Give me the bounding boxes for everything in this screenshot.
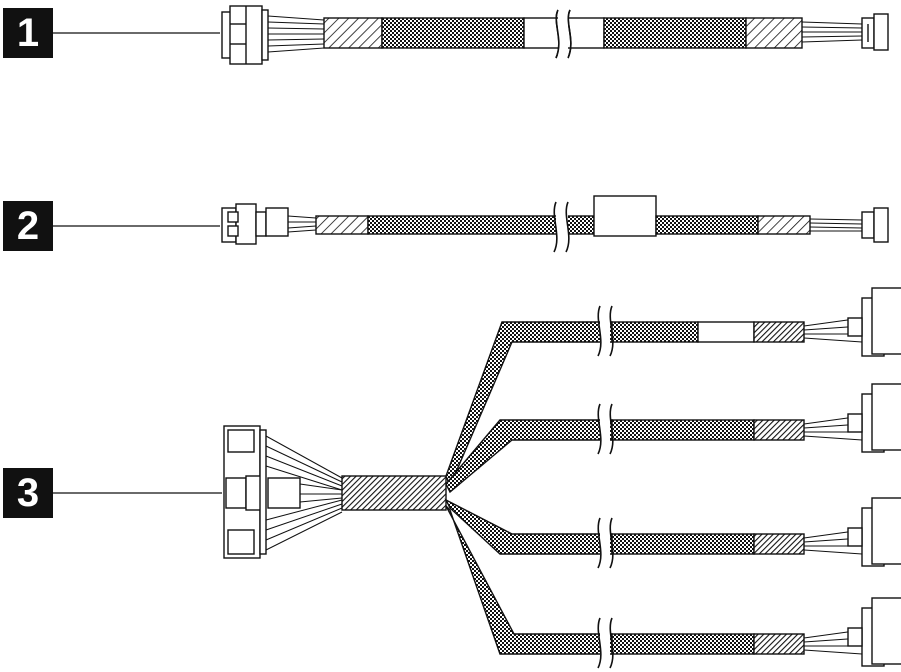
white-label bbox=[593, 195, 657, 237]
leader-lines bbox=[53, 32, 222, 494]
drive-connector bbox=[847, 287, 901, 357]
branch-1 bbox=[611, 287, 901, 357]
slim-connector bbox=[861, 13, 889, 51]
wire-bundle bbox=[265, 435, 343, 551]
braided-sleeve bbox=[603, 17, 747, 49]
callout-3: 3 bbox=[3, 468, 53, 518]
drive-connector bbox=[847, 497, 901, 567]
branch-2 bbox=[611, 383, 901, 453]
wire-bundle bbox=[267, 15, 325, 53]
braided-sleeve bbox=[381, 17, 525, 49]
cable-1 bbox=[221, 5, 889, 65]
branches bbox=[444, 321, 613, 655]
cable-2 bbox=[221, 195, 889, 254]
callout-1: 1 bbox=[3, 8, 53, 58]
heat-shrink bbox=[757, 215, 811, 235]
braided-sleeve bbox=[655, 215, 759, 235]
latched-connector bbox=[221, 203, 289, 245]
branch-4 bbox=[611, 597, 901, 667]
cable-3 bbox=[223, 287, 901, 669]
heat-shrink bbox=[323, 17, 383, 49]
trunk-heat-shrink bbox=[341, 475, 447, 511]
wide-multi-pin-connector bbox=[221, 5, 269, 65]
callout-2: 2 bbox=[3, 201, 53, 251]
break-marks bbox=[597, 305, 614, 669]
break-mark bbox=[553, 201, 570, 253]
heat-shrink bbox=[745, 17, 803, 49]
heat-shrink bbox=[315, 215, 369, 235]
drive-connector bbox=[847, 383, 901, 453]
drive-connector bbox=[847, 597, 901, 667]
white-label bbox=[697, 321, 755, 343]
slim-connector bbox=[861, 207, 889, 243]
dual-stacked-connector bbox=[223, 425, 301, 559]
branch-3 bbox=[611, 497, 901, 567]
